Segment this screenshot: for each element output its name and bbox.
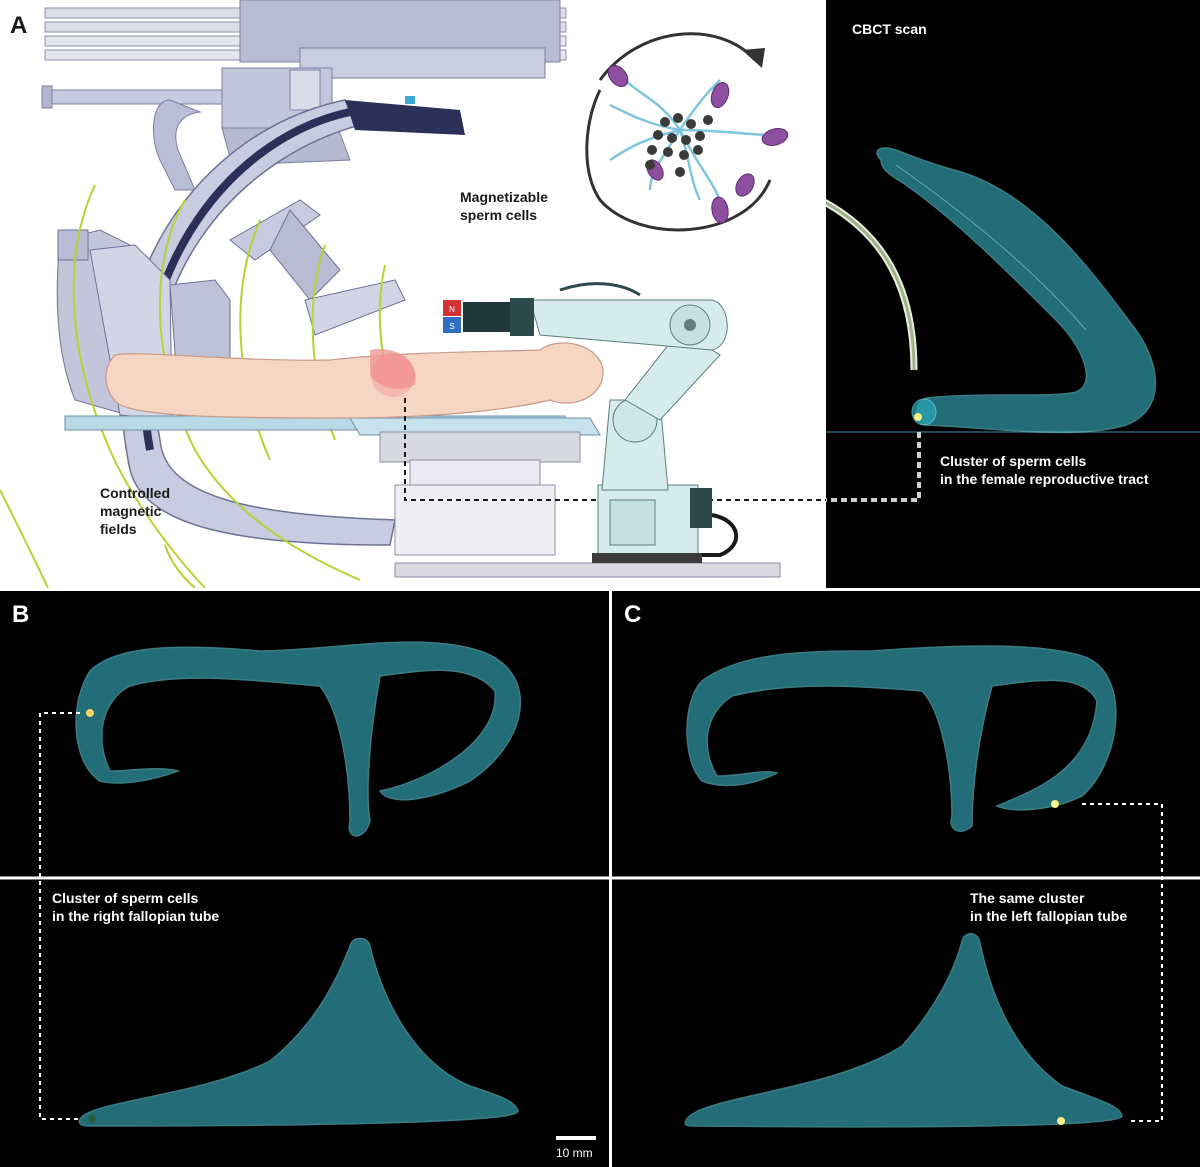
panel-c-label-line-2: in the left fallopian tube	[970, 908, 1128, 924]
cbct-scan-label: CBCT scan	[852, 21, 927, 37]
panel-b-label: Cluster of sperm cells in the right fall…	[52, 889, 219, 925]
magnet-n-label: N	[449, 305, 455, 314]
magnetizable-line-2: sperm cells	[460, 207, 538, 223]
panel-b-label-line-1: Cluster of sperm cells	[52, 890, 199, 906]
sperm-cluster-inset	[585, 32, 789, 232]
scale-bar-label: 10 mm	[556, 1146, 593, 1160]
magnetizable-sperm-label: Magnetizable sperm cells	[460, 188, 548, 224]
cbct-cluster-label: Cluster of sperm cells in the female rep…	[940, 452, 1149, 488]
panel-divider-vertical	[609, 591, 612, 1167]
panel-c-letter: C	[624, 601, 642, 628]
panel-b-letter: B	[12, 601, 30, 628]
panel-a-letter: A	[10, 12, 28, 39]
panel-b-cluster-dot-bottom	[88, 1115, 96, 1123]
scale-bar	[556, 1136, 596, 1140]
panel-a-cbct: CBCT scan Cluster of sperm cells in the …	[826, 0, 1200, 588]
panel-c-renders	[612, 645, 1200, 1128]
magnet-north-pole	[443, 300, 461, 316]
panel-c-cluster-dot-top	[1051, 800, 1059, 808]
magnet-south-pole	[443, 317, 461, 333]
cbct-uterus-render	[826, 147, 1200, 502]
panel-c-label-line-1: The same cluster	[970, 890, 1085, 906]
panel-b: B Cluster of sperm cells in the right fa…	[0, 591, 609, 1167]
panel-c: C The same cluster in the left fallopian…	[612, 591, 1200, 1167]
cbct-cluster-dot	[914, 413, 922, 421]
panel-b-renders	[0, 641, 609, 1140]
panel-c-label: The same cluster in the left fallopian t…	[970, 889, 1127, 925]
magnet-s-label: S	[449, 322, 454, 331]
magnetizable-line-1: Magnetizable	[460, 189, 548, 205]
panel-divider-horizontal	[0, 588, 1200, 591]
panel-a-illustration: N S	[0, 0, 826, 588]
panel-b-label-line-2: in the right fallopian tube	[52, 908, 220, 924]
controlled-fields-line-2: magnetic	[100, 503, 162, 519]
panel-c-cluster-dot-bottom	[1057, 1117, 1065, 1125]
ct-robot-illustration: N S	[0, 0, 826, 588]
controlled-fields-line-1: Controlled	[100, 485, 170, 501]
cbct-cluster-line-2: in the female reproductive tract	[940, 471, 1149, 487]
cbct-cluster-line-1: Cluster of sperm cells	[940, 453, 1087, 469]
controlled-fields-line-3: fields	[100, 521, 137, 537]
controlled-fields-label: Controlled magnetic fields	[100, 484, 170, 538]
panel-b-cluster-dot-top	[86, 709, 94, 717]
